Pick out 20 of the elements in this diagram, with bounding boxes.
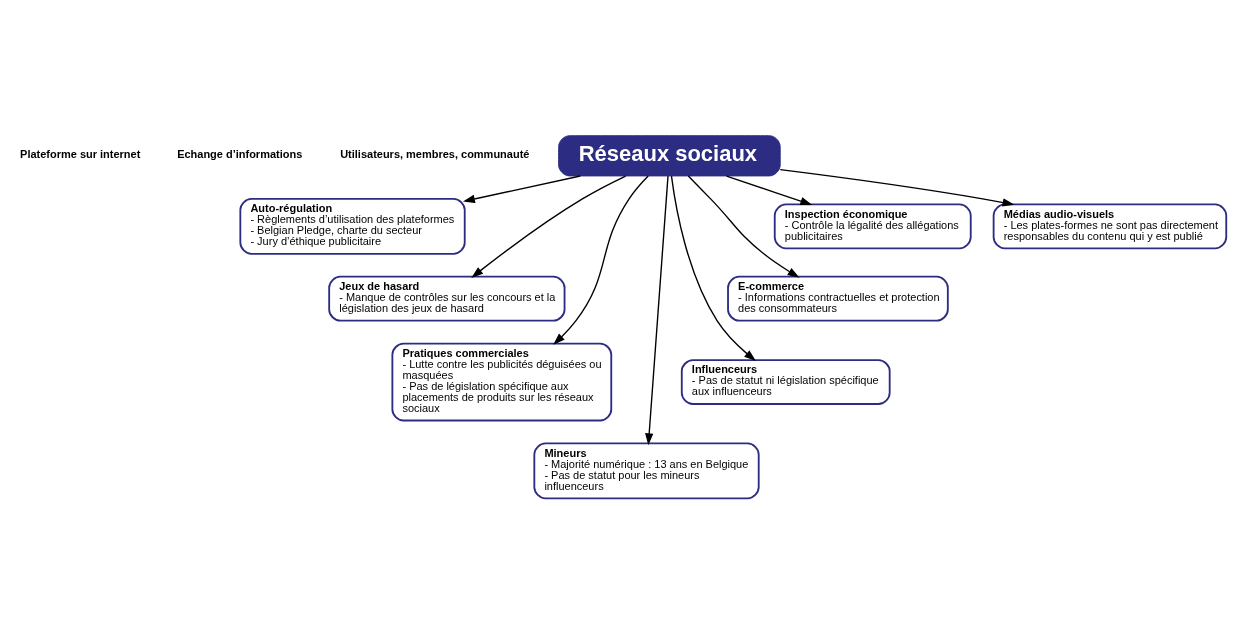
- arrow: [779, 168, 1015, 207]
- arrow: [725, 175, 813, 206]
- arrow: [463, 175, 581, 204]
- node-box: Médias audio-visuels - Les plates-formes ne sont pas directement responsables du contenu qui y est publié: [992, 203, 1228, 250]
- node-box: Auto-régulation - Règlements d’utilisation des plateformes - Belgian Pledge, charte du secteur - Jury d’éthique publicitaire: [239, 197, 466, 255]
- node-box: Pratiques commerciales - Lutte contre les publicités déguisées ou masquées - Pas de législation spécifique aux placements de produits sur les réseaux sociaux: [391, 342, 613, 422]
- node-box: Inspection économique - Contrôle la légalité des allégations publicitaires: [773, 203, 972, 250]
- arrow: [670, 175, 756, 362]
- arrow: [553, 175, 649, 345]
- arrow: [687, 175, 800, 278]
- label: Echange d’informations: [177, 147, 303, 160]
- node-box: Influenceurs - Pas de statut ni législation spécifique aux influenceurs: [680, 359, 891, 405]
- node-box: Mineurs - Majorité numérique : 13 ans en Belgique - Pas de statut pour les mineurs influenceurs: [533, 442, 760, 500]
- label: Plateforme sur internet: [20, 147, 141, 160]
- arrow: [645, 175, 669, 446]
- node-box: Jeux de hasard - Manque de contrôles sur les concours et la législation des jeux de hasard: [328, 275, 566, 322]
- node-box: E-commerce - Informations contractuelles et protection des consommateurs: [727, 275, 949, 322]
- node-box: Réseaux sociaux: [558, 135, 781, 177]
- arrow: [471, 175, 627, 278]
- label: Utilisateurs, membres, communauté: [340, 147, 530, 160]
